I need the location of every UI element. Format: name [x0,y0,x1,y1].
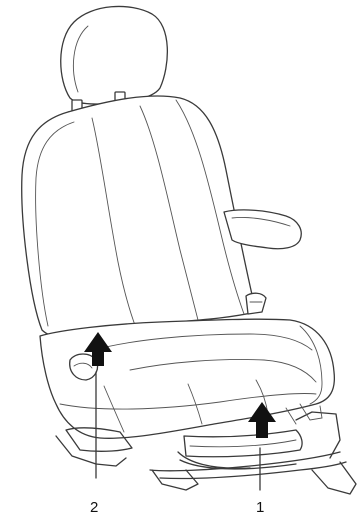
callout-label-1: 1 [256,499,264,516]
seatback [22,96,256,337]
callout-label-2: 2 [90,499,98,516]
